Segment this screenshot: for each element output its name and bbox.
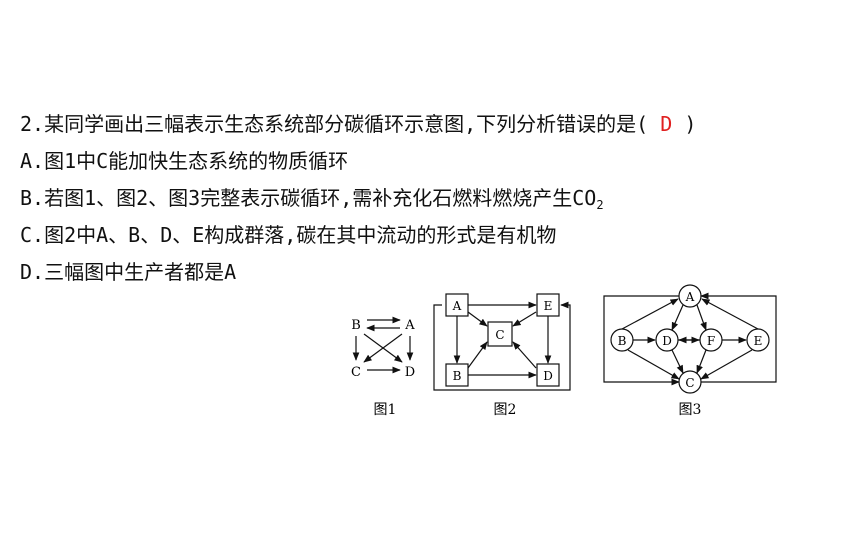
fig3-node-a: A [685,290,695,304]
question-stem: 2.某同学画出三幅表示生态系统部分碳循环示意图,下列分析错误的是( D ) [20,112,696,136]
carbon-cycle-figures: B A C D 图1 A E C B D 图2 [330,282,830,422]
fig3-node-c: C [685,376,694,390]
fig1-node-b: B [351,318,361,333]
option-a: A.图1中C能加快生态系统的物质循环 [20,149,349,173]
option-b: B.若图1、图2、图3完整表示碳循环,需补充化石燃料燃烧产生CO2 [20,186,604,217]
fig3-caption: 图3 [679,402,702,418]
option-d: D.三幅图中生产者都是A [20,260,237,284]
fig3-node-f: F [707,334,715,348]
option-b-text: B.若图1、图2、图3完整表示碳循环,需补充化石燃料燃烧产生CO [20,186,597,210]
option-c: C.图2中A、B、D、E构成群落,碳在其中流动的形式是有机物 [20,223,557,247]
fig2-node-d: D [543,369,553,383]
fig2-node-c: C [495,328,504,342]
fig2-caption: 图2 [494,402,517,418]
figure-2-diagram [433,293,571,391]
fig2-node-e: E [544,299,553,313]
fig3-node-d: D [662,334,672,348]
question-close: ) [684,112,697,136]
fig3-node-b: B [618,334,627,348]
figure-1-diagram [352,316,414,374]
fig1-node-a: A [404,318,415,333]
fig1-caption: 图1 [374,402,397,418]
figures-svg: B A C D 图1 A E C B D 图2 [351,284,777,418]
fig2-node-a: A [452,299,462,313]
fig1-node-d: D [405,365,415,380]
fig3-node-e: E [754,334,763,348]
fig1-node-c: C [351,365,361,380]
question-text: 2.某同学画出三幅表示生态系统部分碳循环示意图,下列分析错误的是( [20,112,649,136]
answer-mark: D [660,112,673,136]
option-b-subscript: 2 [596,198,604,212]
fig2-node-b: B [453,369,462,383]
figure-3-diagram [603,284,777,394]
